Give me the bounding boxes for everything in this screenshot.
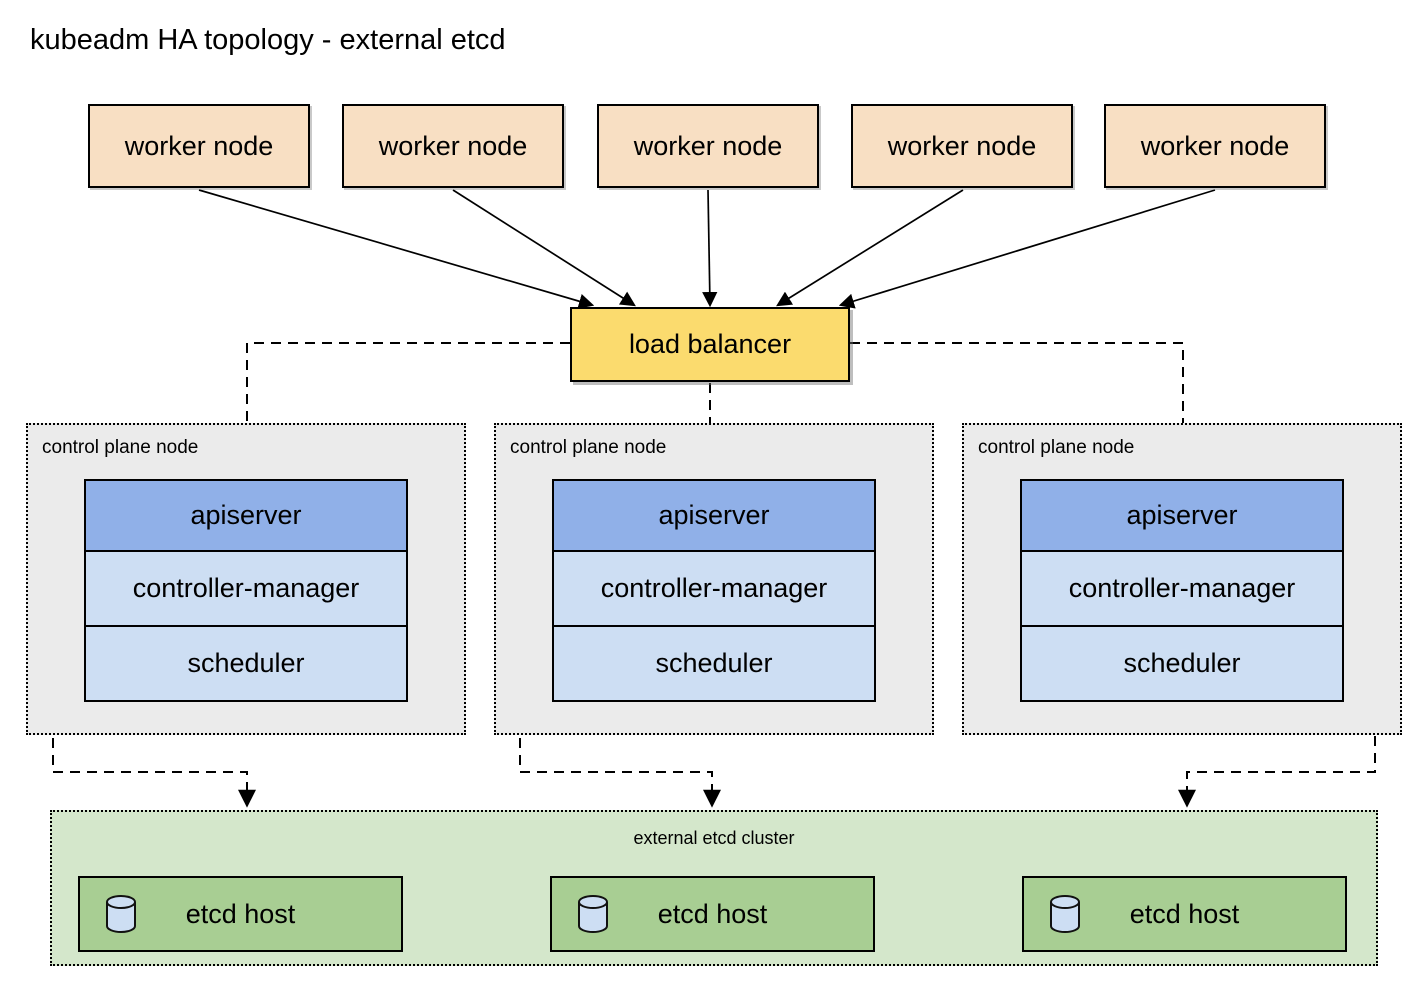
control-plane-node-1: control plane node apiserver controller-… bbox=[26, 423, 466, 735]
apiserver-box: apiserver bbox=[84, 479, 408, 552]
worker2-to-lb-arrow bbox=[452, 189, 636, 307]
scheduler-label: scheduler bbox=[655, 648, 773, 678]
worker-node-label: worker node bbox=[887, 130, 1037, 161]
worker3-to-lb-arrow bbox=[702, 189, 718, 308]
control-plane-node-label: control plane node bbox=[510, 437, 667, 458]
controller-manager-label: controller-manager bbox=[600, 573, 828, 603]
diagram-title: kubeadm HA topology - external etcd bbox=[30, 24, 506, 56]
external-etcd-cluster: external etcd cluster etcd host etcd hos… bbox=[50, 810, 1378, 966]
worker-node-label: worker node bbox=[633, 130, 783, 161]
controller-manager-label: controller-manager bbox=[132, 573, 360, 603]
load-balancer: load balancer bbox=[570, 307, 850, 382]
apiserver-label: apiserver bbox=[1126, 500, 1238, 530]
worker-node-label: worker node bbox=[124, 130, 274, 161]
controller-manager-label: controller-manager bbox=[1068, 573, 1296, 603]
worker1-to-lb-arrow bbox=[198, 189, 595, 309]
database-cylinder-icon bbox=[576, 894, 610, 934]
scheduler-label: scheduler bbox=[187, 648, 305, 678]
apiserver-label: apiserver bbox=[658, 500, 770, 530]
controller-manager-box: controller-manager bbox=[552, 552, 876, 627]
control-plane-node-label: control plane node bbox=[978, 437, 1135, 458]
worker-node-label: worker node bbox=[378, 130, 528, 161]
control-plane-stack: apiserver controller-manager scheduler bbox=[1020, 479, 1344, 702]
external-etcd-cluster-label: external etcd cluster bbox=[633, 828, 795, 848]
worker-node-5: worker node bbox=[1104, 104, 1326, 188]
apiserver-box: apiserver bbox=[1020, 479, 1344, 552]
etcd-host-3: etcd host bbox=[1022, 876, 1347, 952]
scheduler-box: scheduler bbox=[84, 627, 408, 702]
scheduler-box: scheduler bbox=[1020, 627, 1344, 702]
apiserver-box: apiserver bbox=[552, 479, 876, 552]
etcd-host-label: etcd host bbox=[1129, 898, 1240, 929]
database-cylinder-icon bbox=[1048, 894, 1082, 934]
scheduler-label: scheduler bbox=[1123, 648, 1241, 678]
worker4-to-lb-arrow bbox=[776, 189, 964, 307]
worker-node-2: worker node bbox=[342, 104, 564, 188]
etcd-host-2: etcd host bbox=[550, 876, 875, 952]
etcd-host-1: etcd host bbox=[78, 876, 403, 952]
controller-manager-box: controller-manager bbox=[1020, 552, 1344, 627]
control-plane-node-2: control plane node apiserver controller-… bbox=[494, 423, 934, 735]
worker-node-1: worker node bbox=[88, 104, 310, 188]
controller-manager-box: controller-manager bbox=[84, 552, 408, 627]
etcd-host-label: etcd host bbox=[657, 898, 768, 929]
database-cylinder-icon bbox=[104, 894, 138, 934]
worker5-to-lb-arrow bbox=[838, 189, 1216, 309]
control-plane-stack: apiserver controller-manager scheduler bbox=[552, 479, 876, 702]
scheduler-box: scheduler bbox=[552, 627, 876, 702]
worker-node-label: worker node bbox=[1140, 130, 1290, 161]
control-plane-node-label: control plane node bbox=[42, 437, 199, 458]
etcd-host-label: etcd host bbox=[185, 898, 296, 929]
load-balancer-label: load balancer bbox=[628, 329, 792, 359]
worker-node-3: worker node bbox=[597, 104, 819, 188]
worker-node-4: worker node bbox=[851, 104, 1073, 188]
apiserver-label: apiserver bbox=[190, 500, 302, 530]
control-plane-stack: apiserver controller-manager scheduler bbox=[84, 479, 408, 702]
control-plane-node-3: control plane node apiserver controller-… bbox=[962, 423, 1402, 735]
